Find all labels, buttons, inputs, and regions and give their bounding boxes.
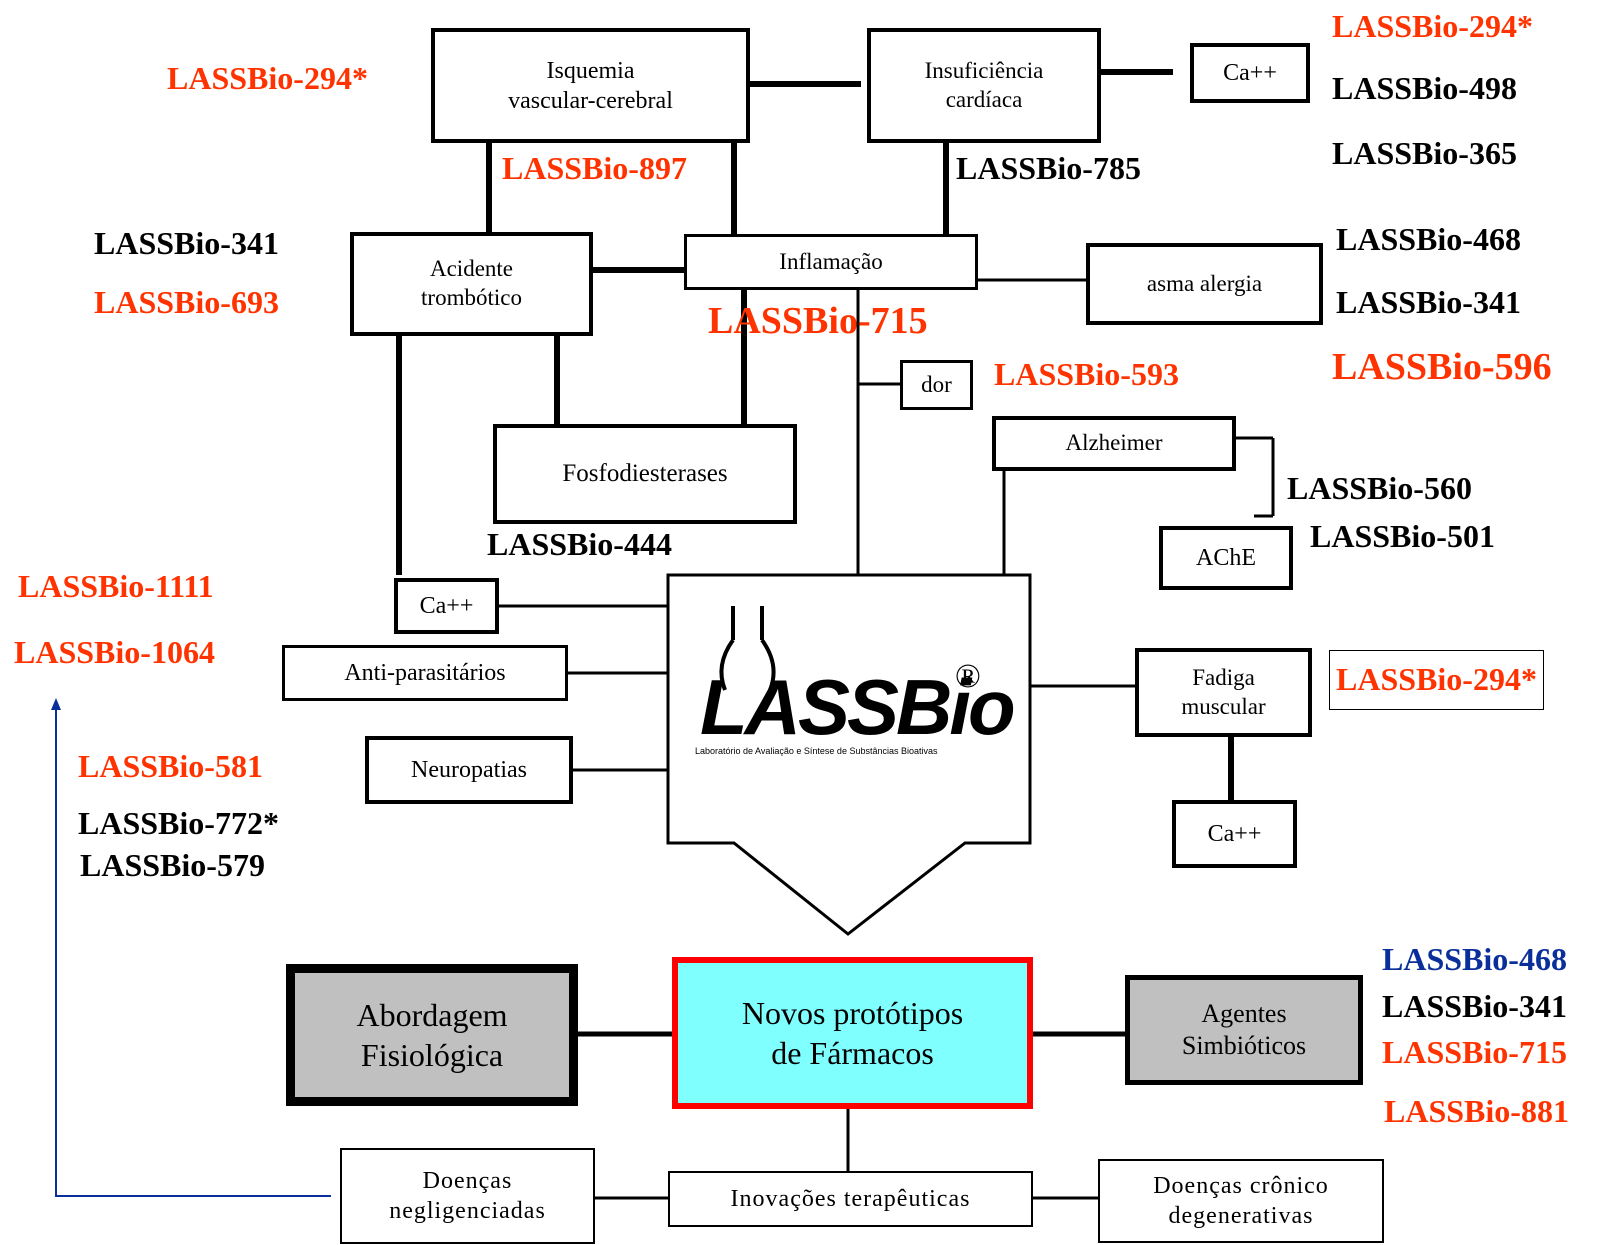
node-doencas-negligenciadas-label: Doenças negligenciadas bbox=[389, 1168, 546, 1224]
compound-897: LASSBio-897 bbox=[502, 150, 687, 186]
node-abordagem: Abordagem Fisiológica bbox=[286, 964, 578, 1106]
compound-468-b: LASSBio-468 bbox=[1382, 941, 1567, 977]
compound-1064: LASSBio-1064 bbox=[14, 634, 215, 670]
node-inovacoes: Inovações terapêuticas bbox=[668, 1171, 1033, 1227]
node-ca-top: Ca++ bbox=[1190, 43, 1310, 103]
node-novos-prototipos: Novos protótipos de Fármacos bbox=[672, 957, 1033, 1109]
compound-715-a: LASSBio-715 bbox=[708, 300, 928, 342]
node-antiparasitarios: Anti-parasitários bbox=[282, 645, 568, 701]
node-insuficiencia: Insuficiência cardíaca bbox=[867, 28, 1101, 143]
lassbio-logo-text: LASSBio bbox=[700, 663, 1016, 751]
node-neuropatias: Neuropatias bbox=[365, 736, 573, 804]
compound-715-b: LASSBio-715 bbox=[1382, 1034, 1567, 1070]
node-doencas-cronico-label: Doenças crônico degenerativas bbox=[1153, 1173, 1329, 1229]
node-fadiga: Fadiga muscular bbox=[1135, 648, 1312, 737]
compound-772: LASSBio-772* bbox=[78, 805, 279, 841]
node-asma-alergia: asma alergia bbox=[1086, 243, 1323, 325]
node-neuropatias-label: Neuropatias bbox=[411, 757, 527, 783]
node-inovacoes-label: Inovações terapêuticas bbox=[730, 1186, 971, 1212]
node-isquemia: Isquemia vascular-cerebral bbox=[431, 28, 750, 143]
node-fosfodiesterases: Fosfodiesterases bbox=[493, 424, 797, 524]
node-ache: AChE bbox=[1159, 526, 1293, 590]
node-acidente: Acidente trombótico bbox=[350, 232, 593, 336]
node-inflamacao-label: Inflamação bbox=[779, 248, 883, 274]
node-doencas-negligenciadas: Doenças negligenciadas bbox=[340, 1148, 595, 1244]
compound-498: LASSBio-498 bbox=[1332, 70, 1517, 106]
compound-444: LASSBio-444 bbox=[487, 526, 672, 562]
node-ache-label: AChE bbox=[1196, 545, 1256, 571]
lassbio-center-arrow-shape bbox=[666, 573, 1032, 936]
node-asma-alergia-label: asma alergia bbox=[1146, 270, 1263, 296]
node-ca-left-label: Ca++ bbox=[419, 593, 474, 619]
compound-294-fadiga: LASSBio-294* bbox=[1329, 650, 1544, 710]
node-fosfodiesterases-label: Fosfodiesterases bbox=[562, 460, 728, 488]
compound-294-top: LASSBio-294* bbox=[1332, 8, 1533, 44]
node-acidente-label: Acidente trombótico bbox=[421, 256, 522, 310]
compound-881: LASSBio-881 bbox=[1384, 1093, 1569, 1129]
feedback-arrow-line bbox=[55, 706, 331, 1197]
compound-593: LASSBio-593 bbox=[994, 356, 1179, 392]
compound-341-c: LASSBio-341 bbox=[1382, 988, 1567, 1024]
compound-501: LASSBio-501 bbox=[1310, 518, 1495, 554]
node-abordagem-label: Abordagem Fisiológica bbox=[356, 997, 508, 1073]
compound-341-b: LASSBio-341 bbox=[1336, 284, 1521, 320]
compound-560: LASSBio-560 bbox=[1287, 470, 1472, 506]
lassbio-logo-registered: ® bbox=[955, 658, 981, 695]
node-dor-label: dor bbox=[921, 371, 952, 397]
compound-785: LASSBio-785 bbox=[956, 150, 1141, 186]
compound-294-left: LASSBio-294* bbox=[167, 60, 368, 96]
node-ca-top-label: Ca++ bbox=[1223, 60, 1277, 86]
compound-596: LASSBio-596 bbox=[1332, 346, 1552, 388]
node-agentes: Agentes Simbióticos bbox=[1125, 975, 1363, 1085]
flask-icon bbox=[719, 606, 776, 691]
node-alzheimer: Alzheimer bbox=[992, 416, 1236, 471]
node-novos-prototipos-label: Novos protótipos de Fármacos bbox=[741, 995, 964, 1071]
compound-579: LASSBio-579 bbox=[80, 847, 265, 883]
node-dor: dor bbox=[900, 360, 973, 410]
lassbio-logo-subtitle: Laboratório de Avaliação e Síntese de Su… bbox=[695, 746, 938, 756]
compound-581: LASSBio-581 bbox=[78, 748, 263, 784]
compound-468-a: LASSBio-468 bbox=[1336, 221, 1521, 257]
feedback-arrow-head bbox=[51, 698, 61, 710]
node-ca-right: Ca++ bbox=[1172, 800, 1297, 868]
node-alzheimer-label: Alzheimer bbox=[1065, 430, 1163, 456]
compound-693: LASSBio-693 bbox=[94, 284, 279, 320]
node-isquemia-label: Isquemia vascular-cerebral bbox=[508, 57, 673, 114]
compound-341-a: LASSBio-341 bbox=[94, 225, 279, 261]
node-antiparasitarios-label: Anti-parasitários bbox=[344, 660, 506, 686]
compound-1111: LASSBio-1111 bbox=[18, 568, 214, 604]
node-fadiga-label: Fadiga muscular bbox=[1181, 664, 1266, 719]
node-doencas-cronico: Doenças crônico degenerativas bbox=[1098, 1159, 1384, 1243]
node-inflamacao: Inflamação bbox=[684, 234, 978, 290]
compound-365: LASSBio-365 bbox=[1332, 135, 1517, 171]
node-ca-left: Ca++ bbox=[394, 578, 499, 634]
node-ca-right-label: Ca++ bbox=[1207, 821, 1262, 847]
node-insuficiencia-label: Insuficiência cardíaca bbox=[924, 57, 1044, 112]
node-agentes-label: Agentes Simbióticos bbox=[1181, 998, 1307, 1061]
